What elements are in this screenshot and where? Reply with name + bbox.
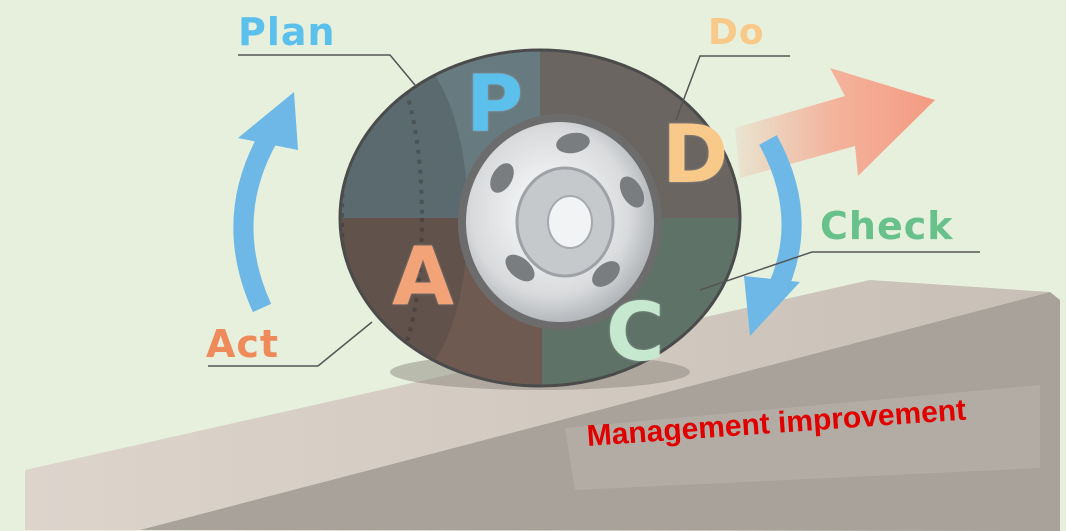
act-to-plan-arrow	[233, 92, 298, 313]
check-label: Check	[820, 204, 954, 248]
check-leader-line	[699, 251, 980, 291]
letter-c: C	[606, 286, 665, 379]
leader-lines	[208, 54, 980, 367]
do-to-check-arrow	[744, 135, 802, 336]
letter-d: D	[662, 108, 729, 201]
letter-p: P	[466, 60, 524, 150]
plan-leader-line	[238, 54, 416, 86]
act-leader-line	[208, 321, 373, 367]
ramp	[25, 280, 1060, 531]
do-leader-line	[675, 55, 790, 121]
orange-arrow	[735, 68, 935, 178]
letter-a: A	[392, 230, 454, 323]
do-label: Do	[708, 12, 765, 53]
act-label: Act	[206, 322, 280, 366]
plan-label: Plan	[238, 10, 336, 54]
